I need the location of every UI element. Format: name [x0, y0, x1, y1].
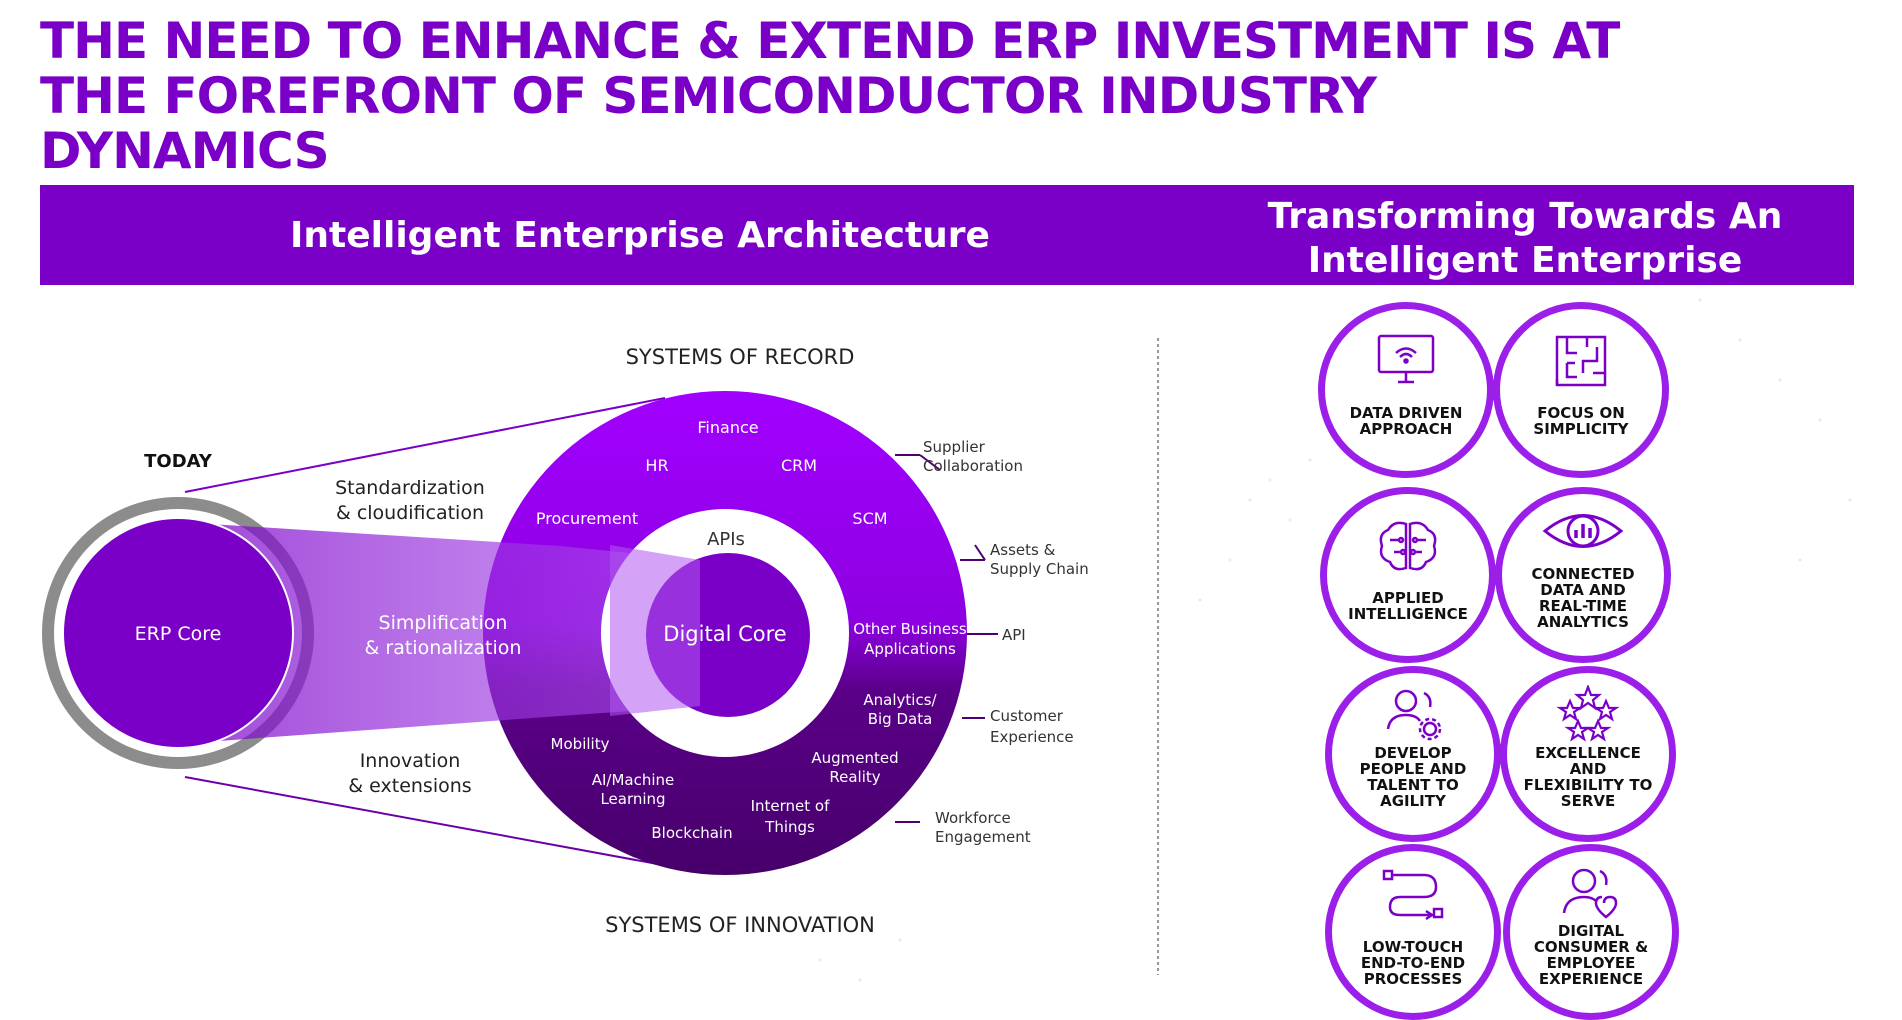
callout-workforce-2: Engagement: [935, 828, 1031, 846]
title-line-1: THE NEED TO ENHANCE & EXTEND ERP INVESTM…: [40, 12, 1620, 70]
ring-ar-1: Augmented: [811, 749, 898, 767]
ring-iot-1: Internet of: [751, 797, 831, 815]
ring-ai-2: Learning: [600, 790, 665, 808]
transformation-band: [178, 522, 700, 744]
ring-mobility: Mobility: [551, 735, 610, 753]
callout-assets-1: Assets &: [990, 541, 1056, 559]
band-top-label-1: Standardization: [335, 477, 485, 499]
callout-lines: [895, 454, 998, 823]
background-texture: [818, 298, 1852, 982]
callout-api: API: [1002, 626, 1026, 644]
ring-blockchain: Blockchain: [651, 824, 732, 842]
stars-icon: [1556, 683, 1620, 748]
ring-finance: Finance: [697, 418, 758, 437]
title-line-3: DYNAMICS: [40, 122, 330, 180]
callout-assets-2: Supply Chain: [990, 560, 1089, 578]
band-mid-label-2: & rationalization: [365, 637, 522, 659]
person-heart-icon: [1560, 865, 1622, 926]
ring-other-1: Other Business: [853, 620, 967, 638]
erp-core-label: ERP Core: [135, 623, 222, 645]
ring-procurement: Procurement: [536, 509, 638, 528]
eye-chart-icon: [1541, 508, 1625, 559]
architecture-heading: Intelligent Enterprise Architecture: [290, 215, 990, 256]
transformation-heading-line-2: Intelligent Enterprise: [1307, 240, 1743, 281]
ring-crm: CRM: [781, 456, 817, 475]
callout-workforce-1: Workforce: [935, 809, 1011, 827]
title-line-2: THE FOREFRONT OF SEMICONDUCTOR INDUSTRY: [40, 67, 1377, 125]
transformation-heading-line-1: Transforming Towards An: [1267, 196, 1783, 237]
maze-icon: [1553, 333, 1609, 394]
erp-core: [62, 517, 294, 749]
apis-label: APIs: [707, 529, 745, 550]
callout-customer-1: Customer: [990, 707, 1064, 725]
band-bot-label-1: Innovation: [360, 750, 461, 772]
ring-ar-2: Reality: [829, 768, 880, 786]
systems-of-record-label: SYSTEMS OF RECORD: [626, 345, 855, 369]
ring-analytics-1: Analytics/: [863, 691, 937, 709]
ring-other-2: Applications: [864, 640, 956, 658]
today-label: TODAY: [144, 451, 213, 472]
process-flow-icon: [1380, 867, 1446, 926]
monitor-wifi-icon: [1376, 333, 1436, 390]
digital-core-label: Digital Core: [663, 622, 786, 646]
brain-circuit-icon: [1376, 518, 1440, 579]
systems-of-innovation-label: SYSTEMS OF INNOVATION: [605, 913, 875, 937]
callout-supplier-2: Collaboration: [923, 457, 1023, 475]
connector-top: [184, 397, 666, 493]
band-mid-label-1: Simplification: [379, 612, 508, 634]
ring-analytics-2: Big Data: [868, 710, 933, 728]
callout-supplier-1: Supplier: [923, 438, 986, 456]
band-top-label-2: & cloudification: [336, 502, 484, 524]
transformation-heading: Transforming Towards An Intelligent Ente…: [1225, 195, 1825, 283]
people-gear-icon: [1382, 685, 1444, 748]
ring-scm: SCM: [852, 509, 887, 528]
ring-ai-1: AI/Machine: [592, 771, 675, 789]
callout-customer-2: Experience: [990, 728, 1074, 746]
page-title: THE NEED TO ENHANCE & EXTEND ERP INVESTM…: [40, 14, 1840, 179]
ring-hr: HR: [645, 456, 668, 475]
connector-bottom: [184, 776, 691, 871]
ring-iot-2: Things: [764, 818, 815, 836]
band-bot-label-2: & extensions: [348, 775, 471, 797]
section-banner: Intelligent Enterprise Architecture Tran…: [40, 185, 1854, 285]
